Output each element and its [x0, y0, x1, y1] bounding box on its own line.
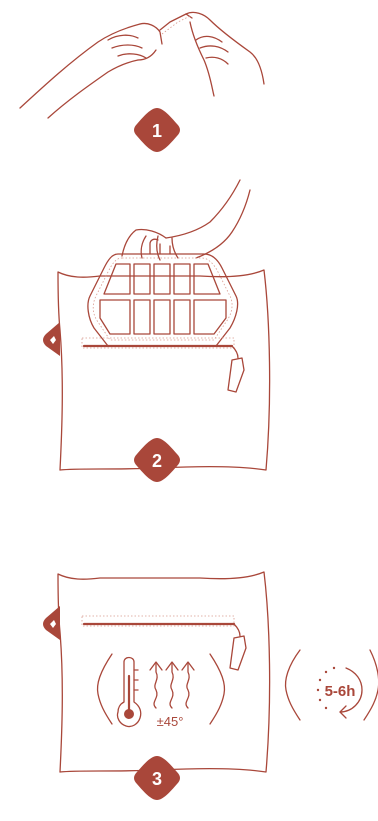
temperature-label: ±45°: [157, 714, 184, 729]
step-2-number: 2: [152, 451, 162, 471]
step-2-badge: 2: [134, 438, 180, 482]
heat-indicator: ±45°: [98, 654, 225, 729]
step-3-badge: 3: [134, 756, 180, 800]
step-3-number: 3: [152, 769, 162, 789]
heat-waves-icon: [150, 662, 194, 708]
step-1-hands-illustration: [20, 12, 264, 118]
duration-label: 5-6h: [325, 683, 356, 700]
thermometer-icon: [117, 658, 140, 727]
duration-indicator: 5-6h: [286, 650, 378, 720]
step-1-badge: 1: [134, 108, 180, 152]
step-1-number: 1: [152, 121, 162, 141]
zipper-2: [82, 338, 244, 392]
gel-pack: [88, 239, 238, 346]
step-2-hand-illustration: [122, 180, 250, 260]
